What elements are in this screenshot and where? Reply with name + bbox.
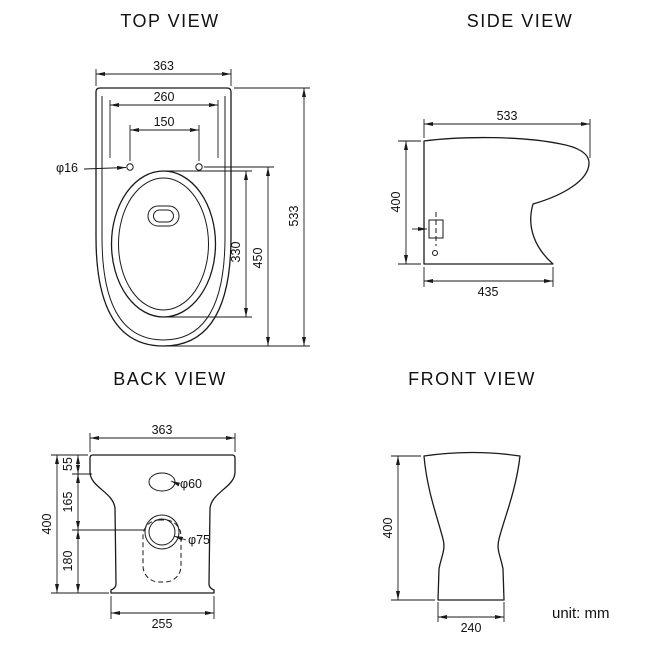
label-outlet-diameter: φ75 xyxy=(173,533,210,547)
back-view-title: BACK VIEW xyxy=(113,369,227,389)
dimension-value: 260 xyxy=(154,90,175,104)
dim-side-base-depth: 435 xyxy=(423,267,554,299)
dim-back-overall-width: 363 xyxy=(89,423,236,452)
fixing-hole xyxy=(432,250,438,256)
dim-side-overall-depth: 533 xyxy=(423,109,591,158)
dim-back-base-width: 255 xyxy=(110,596,215,631)
dimension-value: 240 xyxy=(461,621,482,635)
side-view: SIDE VIEW 533 400 435 xyxy=(389,11,591,299)
diameter-label: φ16 xyxy=(56,161,78,175)
dim-front-height: 400 xyxy=(381,455,435,601)
dimension-value: 165 xyxy=(61,492,75,513)
dim-side-height: 400 xyxy=(389,140,421,265)
flush-outlet-outer xyxy=(147,205,180,227)
dim-back-segment-chain: 55 165 180 xyxy=(51,454,144,594)
dim-top-seat-depth: 450 xyxy=(204,166,274,346)
dimension-value: 533 xyxy=(287,206,301,227)
top-view-drawing xyxy=(95,87,232,347)
dim-back-height: 400 xyxy=(40,455,59,593)
back-view: BACK VIEW 363 φ60 φ75 xyxy=(40,369,236,631)
front-view-title: FRONT VIEW xyxy=(408,369,536,389)
back-view-drawing xyxy=(89,454,236,594)
label-inlet-diameter: φ60 xyxy=(170,477,202,491)
dim-top-overall-depth: 533 xyxy=(169,87,310,347)
diameter-label: φ60 xyxy=(180,477,202,491)
hinge-hole-left xyxy=(126,163,134,171)
leader-line xyxy=(173,535,187,541)
front-view-drawing xyxy=(423,451,521,601)
dimension-value: 400 xyxy=(381,518,395,539)
dim-top-bowl-depth: 330 xyxy=(165,170,252,318)
dimension-value: 150 xyxy=(154,115,175,129)
toilet-profile-outline xyxy=(423,136,590,265)
leader-line xyxy=(83,165,127,170)
seat-opening-outer xyxy=(110,170,217,318)
dim-top-overall-width: 363 xyxy=(95,59,232,86)
toilet-back-outline xyxy=(89,454,236,594)
dimension-value: 435 xyxy=(478,285,499,299)
dimension-value: 450 xyxy=(251,248,265,269)
dimension-value: 180 xyxy=(61,551,75,572)
side-view-drawing xyxy=(412,136,590,265)
diameter-label: φ75 xyxy=(188,533,210,547)
dimension-value: 400 xyxy=(40,514,54,535)
dim-top-seat-width: 260 xyxy=(109,90,219,158)
dimension-value: 363 xyxy=(152,423,173,437)
waste-outlet-inner xyxy=(148,518,176,546)
trapway-hidden-outline xyxy=(142,519,182,583)
seat-opening-inner xyxy=(118,177,209,311)
top-view: TOP VIEW 363 260 150 xyxy=(56,11,310,347)
side-view-title: SIDE VIEW xyxy=(467,11,574,31)
dimension-value: 363 xyxy=(153,59,174,73)
front-view: FRONT VIEW 400 240 xyxy=(381,369,536,635)
dim-top-hinge-spacing: 150 xyxy=(129,115,200,161)
top-view-title: TOP VIEW xyxy=(120,11,219,31)
waste-outlet-outer xyxy=(144,514,180,550)
dimension-value: 400 xyxy=(389,192,403,213)
dimension-value: 533 xyxy=(497,109,518,123)
label-hinge-hole-diameter: φ16 xyxy=(56,161,127,175)
dimension-value: 330 xyxy=(229,242,243,263)
unit-label: unit: mm xyxy=(552,605,610,622)
toilet-lid-inner-outline xyxy=(101,96,226,341)
dimension-value: 55 xyxy=(61,457,75,471)
toilet-front-outline xyxy=(423,451,521,601)
toilet-lid-outline xyxy=(95,87,232,347)
flush-outlet-inner xyxy=(153,209,174,223)
water-inlet-hole xyxy=(148,472,176,492)
dim-front-base-width: 240 xyxy=(437,602,505,635)
hinge-hole-right xyxy=(195,163,203,171)
leader-line xyxy=(170,480,181,487)
dimension-value: 255 xyxy=(152,617,173,631)
